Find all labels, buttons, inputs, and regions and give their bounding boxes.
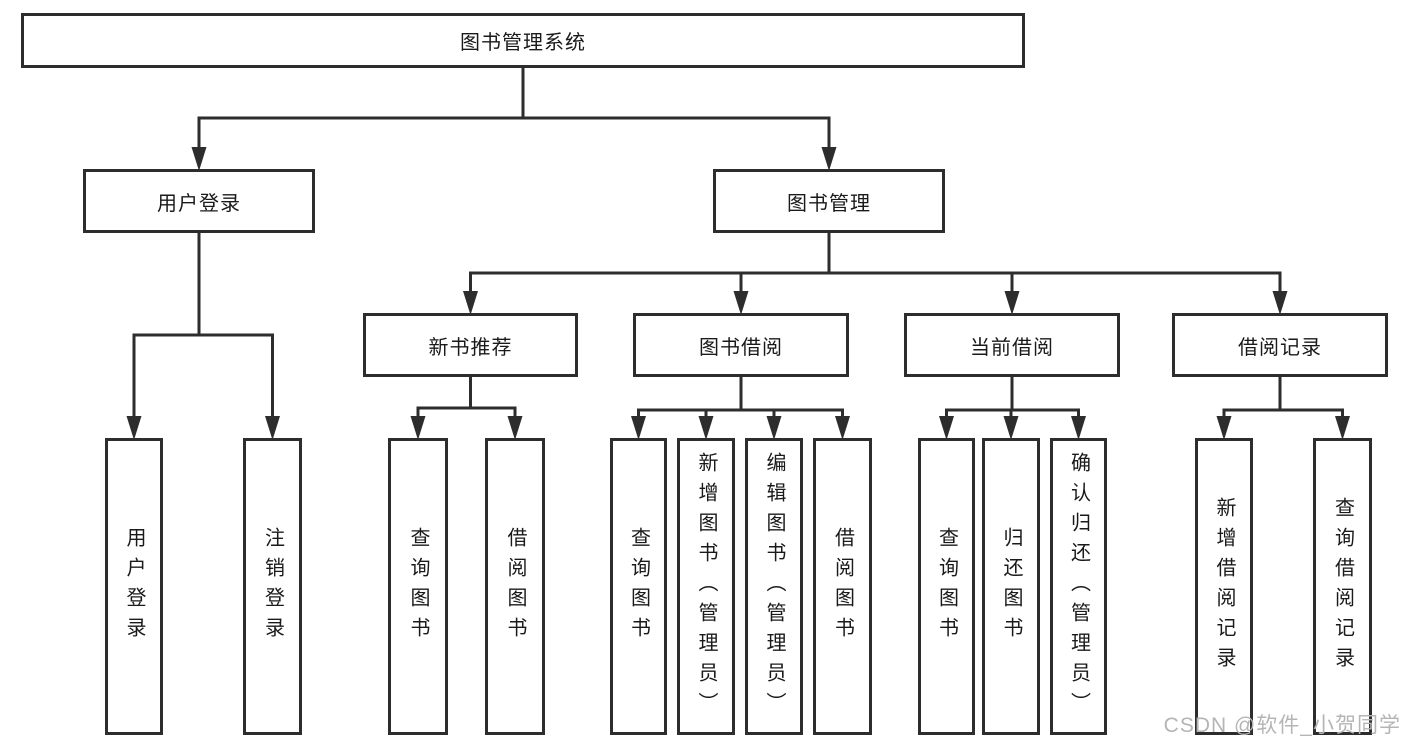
node-root: 图书管理系统	[21, 13, 1025, 68]
node-leaf-cb-query: 查询图书	[918, 438, 975, 735]
node-leaf-bb-add: 新增图书（管理员）	[677, 438, 735, 735]
node-label: 新增借阅记录	[1213, 496, 1235, 677]
node-label: 查询借阅记录	[1331, 496, 1354, 677]
node-label: 确认归还（管理员）	[1067, 451, 1090, 722]
node-leaf-br-query: 查询借阅记录	[1313, 438, 1372, 735]
node-label: 借阅图书	[831, 526, 854, 647]
node-new-books: 新书推荐	[363, 313, 578, 377]
node-label: 图书借阅	[699, 336, 783, 359]
node-label: 图书管理	[787, 192, 871, 215]
node-label: 借阅记录	[1238, 336, 1322, 359]
node-label: 图书管理系统	[460, 32, 586, 54]
node-current-borrow: 当前借阅	[904, 313, 1120, 377]
node-leaf-bb-query: 查询图书	[610, 438, 667, 735]
node-label: 编辑图书（管理员）	[763, 451, 785, 722]
node-label: 当前借阅	[970, 336, 1054, 359]
node-book-borrow: 图书借阅	[633, 313, 849, 377]
node-book-mgmt: 图书管理	[713, 169, 945, 233]
node-leaf-bb-edit: 编辑图书（管理员）	[745, 438, 803, 735]
node-leaf-bb-borrow: 借阅图书	[813, 438, 872, 735]
node-label: 用户登录	[123, 526, 145, 647]
node-label: 借阅图书	[504, 526, 526, 647]
node-leaf-logout: 注销登录	[243, 438, 302, 735]
node-leaf-cb-confirm: 确认归还（管理员）	[1050, 438, 1107, 735]
node-leaf-cb-return: 归还图书	[982, 438, 1040, 735]
node-leaf-nb-borrow: 借阅图书	[485, 438, 545, 735]
node-label: 查询图书	[407, 526, 429, 647]
node-label: 查询图书	[935, 526, 958, 647]
node-label: 新增图书（管理员）	[695, 451, 717, 722]
node-leaf-user-login: 用户登录	[105, 438, 163, 735]
node-label: 新书推荐	[428, 336, 513, 359]
node-label: 查询图书	[627, 526, 650, 647]
node-label: 归还图书	[1000, 526, 1022, 647]
node-borrow-records: 借阅记录	[1172, 313, 1388, 377]
node-leaf-br-add: 新增借阅记录	[1195, 438, 1253, 735]
node-label: 用户登录	[157, 192, 241, 215]
node-leaf-nb-query: 查询图书	[388, 438, 448, 735]
node-label: 注销登录	[261, 526, 284, 647]
node-user-login: 用户登录	[83, 169, 315, 233]
